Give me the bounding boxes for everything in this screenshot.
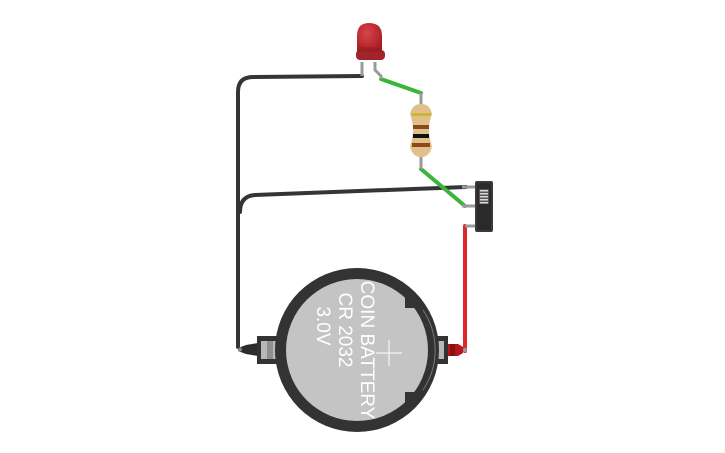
resistor-band-2 [413, 125, 429, 129]
battery-clip-bottom [405, 392, 420, 405]
battery-clip-top [405, 295, 420, 308]
wire-switch-to-junction[interactable] [238, 185, 468, 214]
wire-led-to-resistor[interactable] [379, 77, 423, 95]
battery-label-line3: 3.0V [312, 306, 333, 345]
wires [236, 74, 468, 353]
resistor-body [410, 104, 432, 157]
led-flange [356, 50, 385, 60]
battery-terminal-negative[interactable] [238, 336, 281, 364]
coin-battery[interactable]: COIN BATTERY CR 2032 3.0V [238, 268, 468, 432]
resistor-band-1 [412, 113, 431, 116]
battery-plus-icon [376, 340, 402, 366]
battery-cell [286, 279, 428, 421]
battery-label-line1: COIN BATTERY [356, 281, 377, 420]
slide-switch[interactable] [462, 181, 493, 232]
led-dome [357, 23, 382, 52]
led[interactable] [356, 23, 385, 79]
led-leg-anode [373, 62, 383, 79]
wire-resistor-to-switch[interactable] [419, 167, 467, 208]
wire-led-to-battery[interactable] [236, 74, 364, 349]
resistor[interactable] [410, 93, 432, 169]
resistor-band-3 [413, 134, 429, 138]
battery-label-line2: CR 2032 [334, 293, 355, 368]
resistor-band-4 [412, 143, 430, 147]
